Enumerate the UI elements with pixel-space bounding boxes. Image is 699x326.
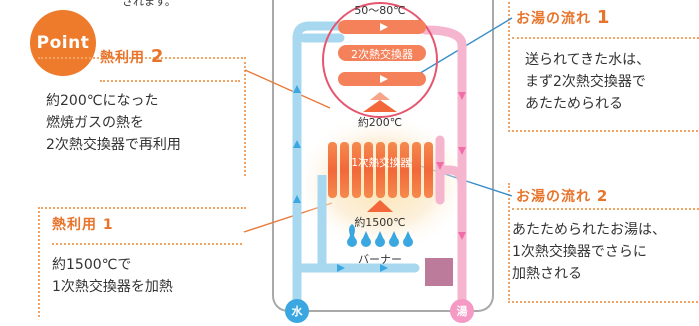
cut-off-caption: されます。 [122, 0, 176, 8]
heat-use-2-heading-text: 熱利用 [100, 50, 145, 66]
heat-use-2-separator [100, 80, 240, 82]
tube-arrows [380, 23, 388, 83]
heat-use-1-heading-num: 1 [102, 217, 114, 233]
flow-1-body: 送られてきた水は、 まず2次熱交換器で あたためられる [525, 49, 650, 115]
heat-use-2-line: 燃焼ガスの熱を [46, 115, 144, 131]
flow-2-line: あたためられたお湯は、 [512, 222, 666, 238]
temp-top-label-wrap: 50～80℃ [330, 2, 430, 18]
heat-use-2-body: 約200℃になった 燃焼ガスの熱を 2次熱交換器で再利用 [46, 90, 181, 156]
flow-1-box [508, 0, 699, 132]
heat-use-2-box [38, 57, 246, 176]
heat-rise-arrows [363, 92, 397, 212]
heat-use-1-box [38, 207, 246, 317]
heat-use-2-heading-num: 2 [150, 46, 165, 67]
secondary-hx-label: 2次熱交換器 [351, 48, 413, 61]
flow-2-heading-text: お湯の流れ [516, 189, 591, 205]
flow-1-line: あたためられる [525, 96, 623, 112]
flow-1-heading-num: 1 [596, 7, 611, 28]
flow-1-heading: お湯の流れ 1 [516, 7, 610, 28]
heat-use-2-heading: 熱利用 2 [100, 46, 164, 67]
primary-hx-label: 1次熱交換器 [351, 157, 411, 169]
point-badge: Point [30, 10, 96, 76]
hot-flow-arrows [436, 92, 466, 240]
flow-1-line: 送られてきた水は、 [525, 52, 651, 68]
flow-1-line: まず2次熱交換器で [525, 74, 646, 90]
flow-1-separator [512, 37, 699, 39]
flow-2-separator [512, 208, 699, 210]
temp-burner-label: 約1500℃ [354, 216, 406, 229]
burner-label: バーナー [358, 253, 402, 266]
temp-mid-label: 約200℃ [357, 116, 403, 129]
flow-2-body: あたためられたお湯は、 1次熱交換器でさらに 加熱される [512, 219, 699, 285]
heat-use-2-line: 2次熱交換器で再利用 [46, 137, 181, 153]
flow-2-box [508, 183, 699, 303]
flow-2-line: 1次熱交換器でさらに [512, 244, 647, 260]
secondary-hx-highlight-ring [322, 2, 438, 118]
flow-2-line: 加熱される [512, 266, 582, 282]
water-pipe [292, 21, 420, 305]
flow-1-heading-text: お湯の流れ [516, 11, 591, 27]
flow-2-heading: お湯の流れ 2 [516, 186, 608, 206]
secondary-hx-label-wrap: 2次熱交換器 [338, 46, 426, 62]
heat-use-1-heading: 熱利用 1 [52, 214, 114, 234]
temp-mid-label-wrap: 約200℃ [330, 114, 430, 130]
heat-use-1-body: 約1500℃で 1次熱交換器を加熱 [52, 254, 173, 298]
water-label: 水 [291, 305, 303, 318]
hot-water-label: 湯 [456, 305, 468, 318]
heat-use-2-line: 約200℃になった [46, 93, 159, 109]
flow-2-heading-num: 2 [596, 187, 609, 205]
heat-use-1-line: 1次熱交換器を加熱 [52, 279, 173, 295]
temp-top-label: 50～80℃ [354, 4, 406, 17]
heat-use-1-line: 約1500℃で [52, 257, 132, 273]
burner-label-wrap: バーナー [330, 251, 430, 267]
heat-use-1-separator [52, 243, 242, 245]
heat-use-2-callout-line [244, 69, 331, 109]
water-heater-unit [272, 0, 494, 312]
primary-hx-label-wrap: 1次熱交換器 [333, 155, 429, 170]
burner-flames [347, 224, 413, 247]
mixing-valve [425, 258, 453, 286]
heat-use-1-heading-text: 熱利用 [52, 217, 97, 233]
water-inlet-icon [285, 299, 309, 323]
temp-burner-label-wrap: 約1500℃ [330, 214, 430, 230]
primary-hx-fins [328, 142, 433, 198]
hot-water-outlet-icon [450, 299, 474, 323]
secondary-hx-body [338, 45, 426, 61]
